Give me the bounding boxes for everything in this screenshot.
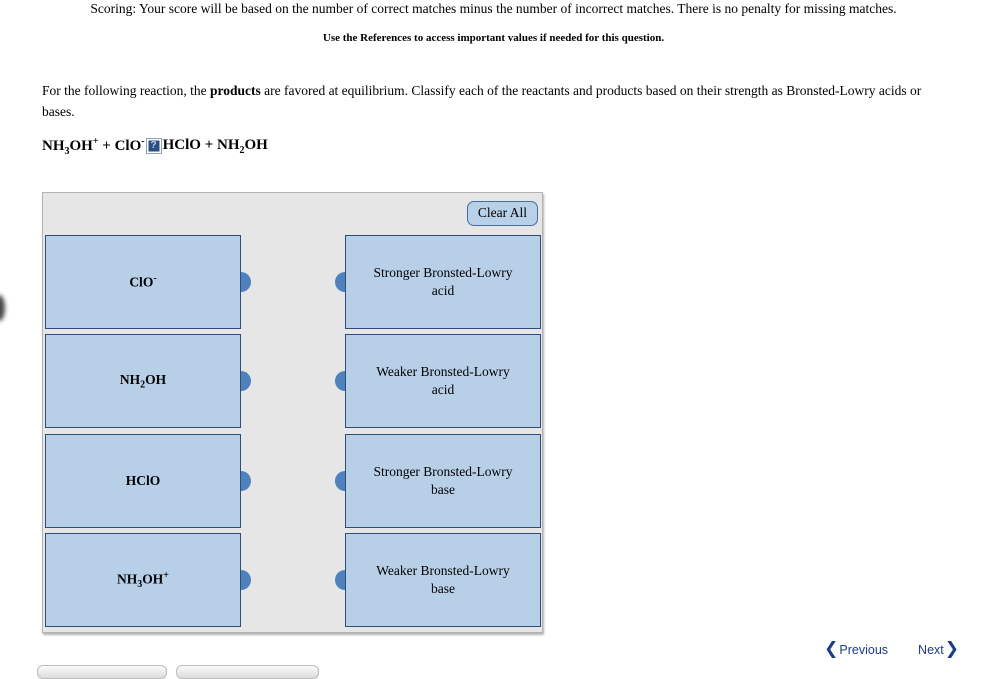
- question-text: For the following reaction, the products…: [42, 80, 935, 122]
- bottom-partial-button[interactable]: [37, 665, 167, 679]
- target-connector-knob[interactable]: [335, 371, 345, 391]
- target-label: Stronger Bronsted-Lowry base: [373, 464, 513, 497]
- term-connector-knob[interactable]: [241, 371, 251, 391]
- chevron-right-icon: ❯: [944, 639, 959, 659]
- term-connector-knob[interactable]: [241, 272, 251, 292]
- arrow-placeholder-button[interactable]: ?: [145, 137, 162, 154]
- target-box-stronger-base[interactable]: Stronger Bronsted-Lowry base: [335, 434, 541, 528]
- target-box-weaker-acid[interactable]: Weaker Bronsted-Lowry acid: [335, 334, 541, 428]
- match-row: ClO- Stronger Bronsted-Lowry acid: [43, 235, 542, 329]
- term-box-hclo[interactable]: HClO: [45, 434, 251, 528]
- question-text-after: are favored at equilibrium. Classify eac…: [42, 83, 922, 120]
- clear-all-button[interactable]: Clear All: [466, 201, 538, 226]
- matching-panel: Clear All ClO- Stronger Bronsted-Lowry a…: [42, 192, 543, 633]
- target-connector-knob[interactable]: [335, 471, 345, 491]
- references-note: Use the References to access important v…: [322, 32, 665, 44]
- reaction-equation: NH3OH+ + ClO- ? HClO + NH2OH: [42, 136, 268, 157]
- term-connector-knob[interactable]: [241, 570, 251, 590]
- previous-label: Previous: [839, 642, 889, 657]
- match-row: NH3OH+ Weaker Bronsted-Lowry base: [43, 533, 542, 627]
- question-text-bold: products: [209, 83, 261, 98]
- equation-right-side: HClO + NH2OH: [162, 137, 268, 156]
- pager-navigation: ❮ Previous Next ❯: [824, 641, 959, 658]
- next-label: Next: [918, 642, 944, 657]
- match-row: HClO Stronger Bronsted-Lowry base: [43, 434, 542, 528]
- target-connector-knob[interactable]: [335, 570, 345, 590]
- question-text-before: For the following reaction, the: [42, 83, 210, 98]
- scoring-instructions: Scoring: Your score will be based on the…: [90, 1, 897, 16]
- term-label: NH2OH: [119, 371, 167, 391]
- next-button[interactable]: Next ❯: [918, 641, 959, 658]
- term-label: HClO: [125, 473, 161, 488]
- target-box-weaker-base[interactable]: Weaker Bronsted-Lowry base: [335, 533, 541, 627]
- term-label: ClO-: [129, 273, 157, 290]
- target-label: Stronger Bronsted-Lowry acid: [373, 265, 513, 298]
- chevron-left-icon: ❮: [824, 639, 839, 659]
- term-label: NH3OH+: [117, 569, 169, 591]
- target-label: Weaker Bronsted-Lowry acid: [376, 364, 510, 397]
- target-box-stronger-acid[interactable]: Stronger Bronsted-Lowry acid: [335, 235, 541, 329]
- match-row: NH2OH Weaker Bronsted-Lowry acid: [43, 334, 542, 428]
- previous-button[interactable]: ❮ Previous: [824, 641, 888, 658]
- term-connector-knob[interactable]: [241, 471, 251, 491]
- term-box-nh2oh[interactable]: NH2OH: [45, 334, 251, 428]
- bottom-partial-button[interactable]: [176, 665, 319, 679]
- target-label: Weaker Bronsted-Lowry base: [376, 563, 510, 596]
- target-connector-knob[interactable]: [335, 272, 345, 292]
- term-box-clo[interactable]: ClO-: [45, 235, 251, 329]
- term-box-nh3oh[interactable]: NH3OH+: [45, 533, 251, 627]
- edge-artifact: [0, 295, 5, 321]
- equation-left-side: NH3OH+ + ClO-: [42, 136, 145, 157]
